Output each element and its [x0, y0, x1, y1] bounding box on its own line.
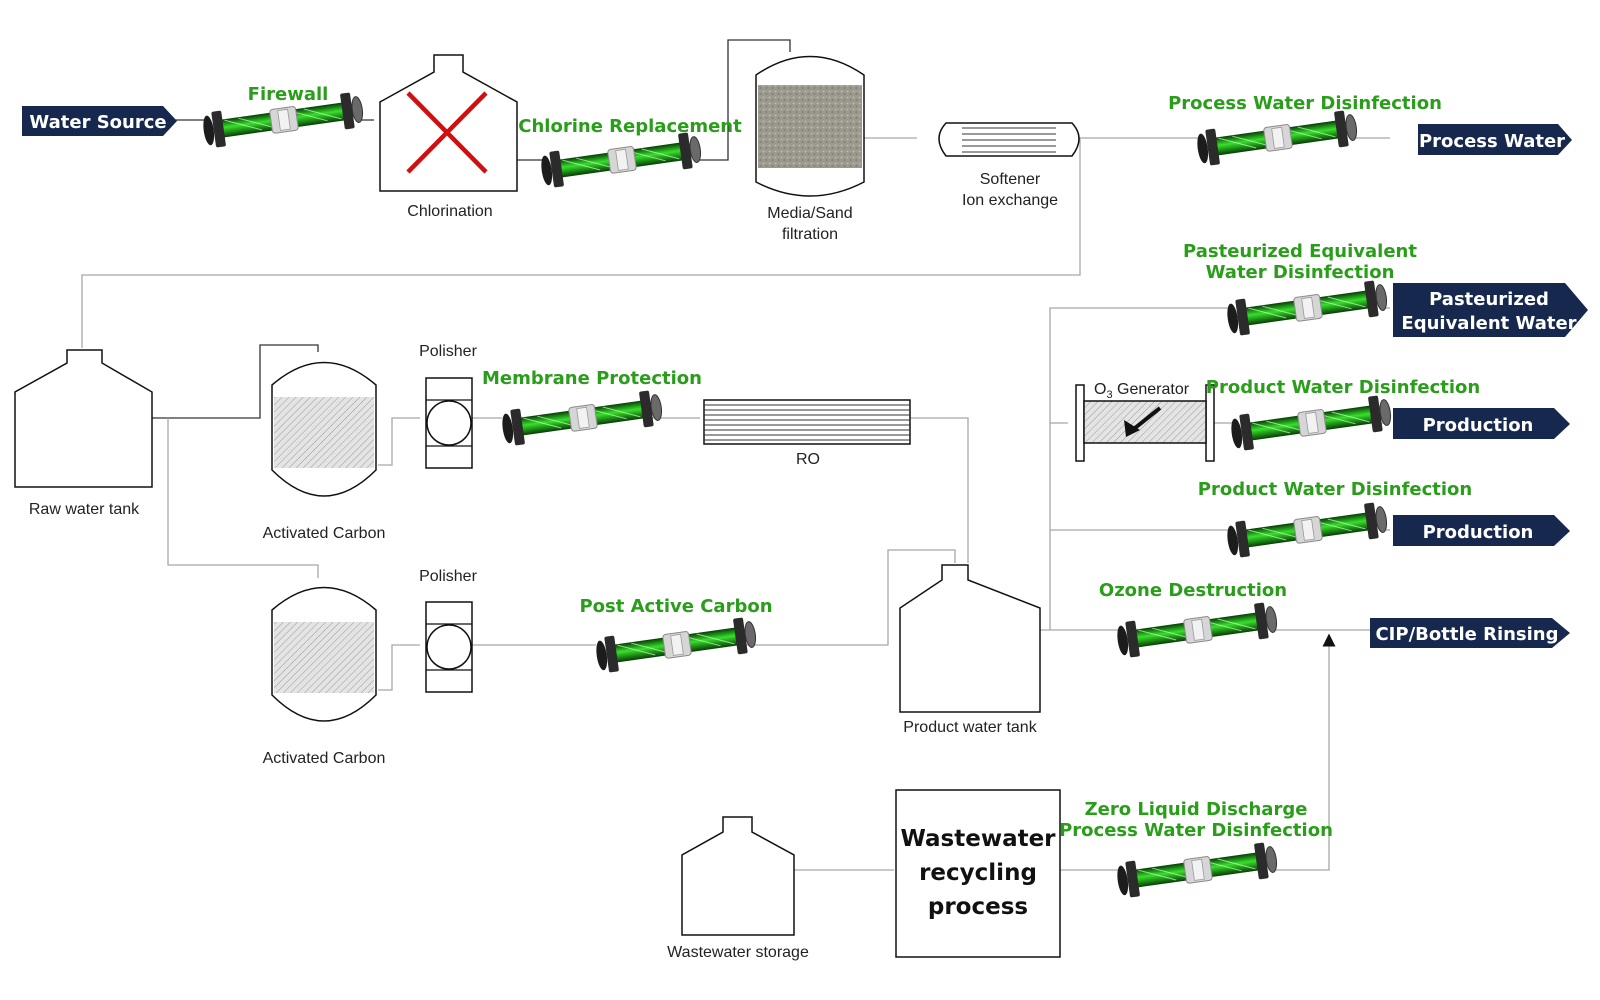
media-sand-label-1: Media/Sand [767, 205, 852, 222]
chlorination-x-icon [406, 91, 488, 174]
ro-label: RO [796, 451, 820, 468]
process-water-label: Process Water [1419, 131, 1565, 152]
cip-bottle-rinsing-tag: CIP/Bottle Rinsing [1370, 618, 1570, 648]
softener-label-1: Softener [980, 171, 1041, 188]
pasteurized-tag-label-2: Equivalent Water [1401, 313, 1576, 334]
product-water-disinfection-label-1: Product Water Disinfection [1206, 377, 1480, 398]
o3-generator [1075, 384, 1215, 462]
raw-water-tank-label: Raw water tank [29, 501, 140, 518]
cip-bottle-rinsing-label: CIP/Bottle Rinsing [1375, 624, 1558, 645]
polisher-bottom [425, 601, 473, 693]
firewall-label: Firewall [248, 84, 329, 105]
water-source-label: Water Source [29, 112, 166, 133]
ro-membrane [703, 399, 911, 445]
chlorination-tank [379, 54, 518, 192]
process-water-disinfection-label: Process Water Disinfection [1168, 93, 1442, 114]
product-water-tank-label: Product water tank [903, 719, 1037, 736]
pasteurized-disinfection-label-2: Water Disinfection [1206, 262, 1395, 283]
pasteurized-tag-label-1: Pasteurized [1429, 289, 1549, 310]
pasteurized-water-tag: Pasteurized Equivalent Water [1393, 283, 1588, 337]
uv-reactor-icon [499, 388, 665, 448]
ozone-destruction-label: Ozone Destruction [1099, 580, 1287, 601]
production-label-1: Production [1423, 415, 1534, 436]
pasteurized-disinfection-label-1: Pasteurized Equivalent [1183, 241, 1417, 262]
chlorine-replacement-label: Chlorine Replacement [518, 116, 742, 137]
activated-carbon-top [271, 361, 377, 497]
raw-water-tank [14, 349, 153, 488]
o3-generator-label: O3 Generator [1094, 381, 1190, 401]
post-active-carbon-label: Post Active Carbon [579, 596, 772, 617]
polisher-top-label: Polisher [419, 343, 477, 360]
uv-reactor-icon [538, 130, 704, 190]
ww-process-label-3: process [928, 894, 1028, 920]
production-tag-2: Production [1393, 515, 1570, 546]
zld-label-1: Zero Liquid Discharge [1085, 799, 1308, 820]
activated-carbon-top-label: Activated Carbon [263, 525, 386, 542]
uv-reactor-icon [593, 615, 759, 675]
polisher-bottom-label: Polisher [419, 568, 477, 585]
wastewater-storage-label: Wastewater storage [667, 944, 809, 961]
water-source-tag: Water Source [22, 106, 177, 136]
zld-label-2: Process Water Disinfection [1059, 820, 1333, 841]
process-water-tag: Process Water [1418, 124, 1572, 155]
uv-reactor-icon [1224, 278, 1390, 338]
uv-reactor-icon [1114, 600, 1280, 660]
membrane-protection-label: Membrane Protection [482, 368, 702, 389]
activated-carbon-bottom [271, 586, 377, 722]
ww-process-label-1: Wastewater [900, 826, 1056, 852]
product-water-disinfection-label-2: Product Water Disinfection [1198, 479, 1472, 500]
softener-label-2: Ion exchange [962, 192, 1058, 209]
media-sand-filter [755, 55, 865, 197]
production-tag-1: Production [1393, 408, 1570, 439]
ww-process-label-2: recycling [919, 860, 1037, 886]
polisher-top [425, 377, 473, 469]
production-label-2: Production [1423, 522, 1534, 543]
uv-reactor-icon [1194, 108, 1360, 168]
uv-reactor-icon [1224, 500, 1390, 560]
wastewater-recycling-process: Wastewater recycling process [895, 789, 1061, 958]
softener-ion-exchange [938, 122, 1080, 157]
wastewater-storage-tank [681, 816, 795, 936]
product-water-tank [899, 564, 1041, 713]
ozone-arrow-icon [1124, 420, 1140, 437]
uv-reactor-icon [1228, 393, 1394, 453]
uv-reactor-icon [1114, 840, 1280, 900]
media-sand-label-2: filtration [782, 226, 838, 243]
activated-carbon-bottom-label: Activated Carbon [263, 750, 386, 767]
chlorination-label: Chlorination [407, 203, 492, 220]
